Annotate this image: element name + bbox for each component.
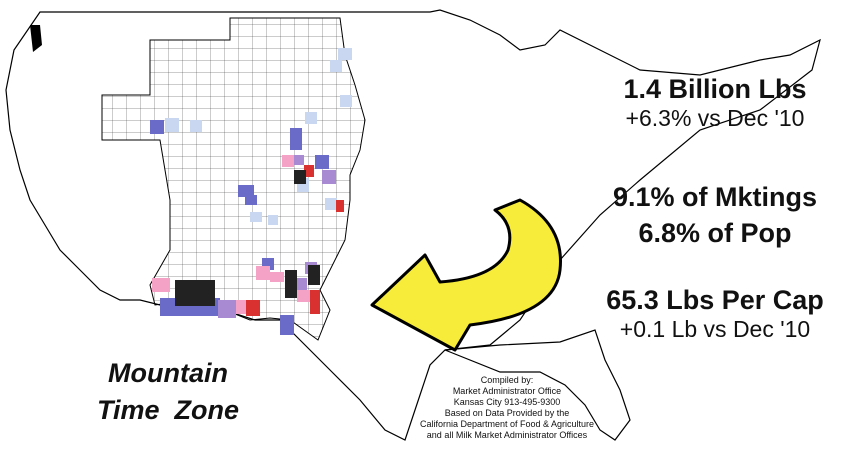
zone-label-line2: Time Zone (96, 395, 240, 425)
zone-label: Mountain Time Zone (78, 355, 258, 429)
florida-outline (444, 329, 631, 441)
credits-line: Market Administrator Office (452, 386, 562, 396)
credits: Compiled by: Market Administrator Office… (392, 375, 622, 441)
volume-stat: 1.4 Billion Lbs +6.3% vs Dec '10 (590, 74, 840, 132)
credits-line: Compiled by: (480, 375, 534, 385)
credits-line: California Department of Food & Agricult… (419, 419, 595, 429)
share-marketings: 9.1% of Mktings (612, 182, 818, 212)
share-population: 6.8% of Pop (638, 218, 792, 248)
share-stat: 9.1% of Mktings 6.8% of Pop (590, 182, 840, 248)
curved-arrow-icon (370, 198, 562, 352)
washington-inlet (30, 25, 42, 52)
per-capita-value: 65.3 Lbs Per Cap (606, 285, 824, 315)
credits-line: Kansas City 913-495-9300 (453, 397, 561, 407)
volume-value: 1.4 Billion Lbs (623, 74, 807, 104)
per-capita-change: +0.1 Lb vs Dec '10 (619, 316, 811, 342)
per-capita-stat: 65.3 Lbs Per Cap +0.1 Lb vs Dec '10 (575, 285, 855, 343)
us-outline (5, 9, 821, 441)
volume-change: +6.3% vs Dec '10 (625, 105, 805, 131)
credits-line: and all Milk Market Administrator Office… (426, 430, 588, 440)
zone-label-line1: Mountain (108, 358, 228, 388)
credits-line: Based on Data Provided by the (444, 408, 570, 418)
mountain-zone-counties (101, 17, 366, 341)
